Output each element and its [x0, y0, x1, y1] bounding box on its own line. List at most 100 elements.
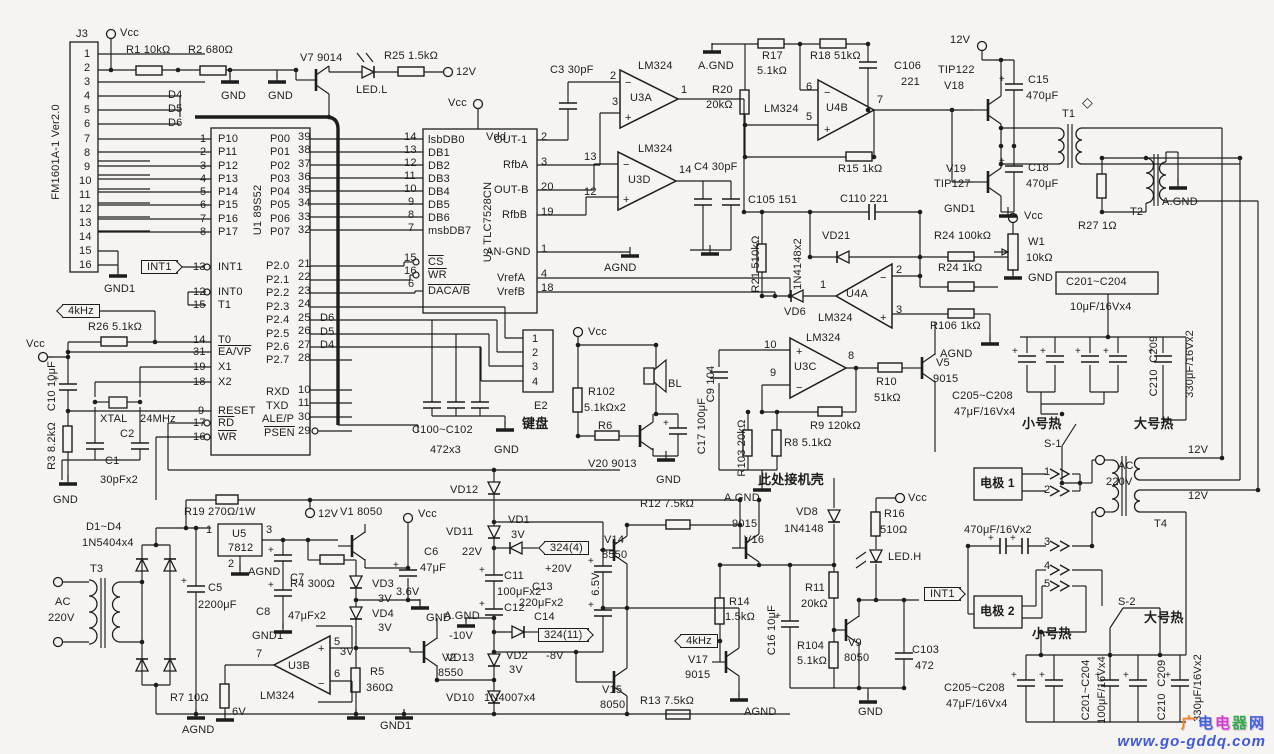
- schematic-label: 12: [584, 186, 597, 198]
- schematic-label: RD: [218, 417, 235, 429]
- schematic-label: -10V: [449, 630, 474, 642]
- schematic-label: C100~C102: [412, 424, 473, 436]
- schematic-label: 7: [200, 213, 207, 225]
- schematic-label: 1N4148: [784, 523, 824, 535]
- schematic-label: AN-GND: [486, 246, 531, 258]
- schematic-label: 15: [79, 245, 92, 257]
- schematic-label: 2: [541, 131, 548, 143]
- schematic-label: V1 8050: [340, 506, 383, 518]
- schematic-label: C3 30pF: [550, 64, 594, 76]
- schematic-label: X1: [218, 361, 232, 373]
- svg-text:+: +: [623, 194, 629, 206]
- schematic-label: R104: [797, 640, 825, 652]
- schematic-label: P10: [218, 133, 239, 145]
- schematic-label: 2: [896, 264, 903, 276]
- schematic-label: C205~C208: [944, 682, 1005, 694]
- schematic-label: 5.1kΩ: [797, 655, 828, 667]
- schematic-label: 键盘: [522, 416, 549, 431]
- schematic-label: 27: [298, 339, 311, 351]
- watermark-char: 器: [1231, 715, 1249, 732]
- schematic-label: P01: [270, 146, 291, 158]
- schematic-label: 20: [541, 181, 554, 193]
- svg-text:+: +: [775, 611, 781, 622]
- schematic-label: R102: [588, 386, 616, 398]
- schematic-label: Vcc: [120, 27, 139, 39]
- schematic-label: 12: [79, 203, 92, 215]
- schematic-label: INT1: [218, 261, 243, 273]
- schematic-label: R20: [712, 84, 733, 96]
- schematic-label: 470μF/16Vx2: [964, 524, 1032, 536]
- schematic-label: lsbDB0: [428, 134, 465, 146]
- schematic-label: R21 510kΩ: [750, 235, 762, 293]
- schematic-label: 9015: [685, 669, 711, 681]
- schematic-label: 35: [298, 184, 311, 196]
- schematic-label: P17: [218, 226, 239, 238]
- schematic-label: DB4: [428, 186, 450, 198]
- schematic-label: R24 1kΩ: [938, 262, 983, 274]
- svg-text:+: +: [1010, 533, 1016, 544]
- schematic-label: 8: [200, 226, 207, 238]
- svg-text:−: −: [318, 678, 324, 690]
- schematic-label: LM324: [638, 143, 673, 155]
- schematic-label: 20kΩ: [706, 99, 733, 111]
- schematic-label: D6: [320, 312, 335, 324]
- schematic-label: 22: [298, 271, 311, 283]
- schematic-label: 21: [298, 258, 311, 270]
- schematic-label: P2.1: [266, 274, 290, 286]
- schematic-label: R10: [876, 376, 897, 388]
- schematic-label: 15: [193, 299, 206, 311]
- schematic-label: 3: [532, 361, 539, 373]
- schematic-label: 1: [200, 133, 207, 145]
- schematic-label: D4: [168, 89, 183, 101]
- schematic-label: 小号热: [1032, 626, 1072, 641]
- schematic-label: C13: [532, 581, 553, 593]
- schematic-label: 8550: [438, 667, 464, 679]
- schematic-label: DB3: [428, 173, 450, 185]
- schematic-label: 51kΩ: [874, 392, 901, 404]
- schematic-label: P02: [270, 160, 291, 172]
- schematic-label: T3: [90, 563, 104, 575]
- schematic-label: 3V: [378, 622, 392, 634]
- schematic-label: 18: [541, 282, 554, 294]
- schematic-label: 4: [1044, 560, 1051, 572]
- schematic-label: 6: [408, 278, 415, 290]
- schematic-label: 36: [298, 171, 311, 183]
- schematic-label: 12V: [950, 34, 971, 46]
- schematic-label: 5: [334, 636, 341, 648]
- schematic-label: 6V: [232, 706, 246, 718]
- schematic-label: P04: [270, 186, 291, 198]
- schematic-label: VD1: [508, 514, 530, 526]
- schematic-label: INT0: [218, 286, 243, 298]
- schematic-label: R16: [884, 508, 905, 520]
- schematic-label: 14: [193, 334, 206, 346]
- schematic-label: 4: [84, 90, 91, 102]
- schematic-label: Vcc: [588, 326, 607, 338]
- schematic-label: P14: [218, 186, 239, 198]
- schematic-label: DB2: [428, 160, 450, 172]
- schematic-label: 5.1kΩ: [757, 65, 788, 77]
- schematic-label: AGND: [744, 706, 777, 718]
- schematic-label: 33: [298, 211, 311, 223]
- schematic-label: 1: [206, 524, 213, 536]
- schematic-label: C106: [894, 60, 922, 72]
- schematic-label: 6: [334, 668, 341, 680]
- svg-text:+: +: [1039, 670, 1045, 681]
- schematic-label: 2: [610, 70, 617, 82]
- schematic-label: AC: [55, 596, 71, 608]
- signal-flag: INT1: [924, 587, 961, 601]
- schematic-label: GND: [53, 494, 79, 506]
- schematic-label: TIP122: [938, 64, 975, 76]
- schematic-label: C5: [208, 582, 223, 594]
- svg-text:−: −: [625, 77, 631, 89]
- schematic-label: 4: [532, 376, 539, 388]
- schematic-label: R17: [762, 50, 783, 62]
- schematic-label: 1N4148x2: [792, 238, 804, 290]
- schematic-label: C1: [105, 455, 120, 467]
- svg-text:+: +: [999, 156, 1005, 167]
- schematic-label: 472: [915, 660, 934, 672]
- svg-text:+: +: [1103, 346, 1109, 357]
- schematic-label: 29: [298, 425, 311, 437]
- schematic-label: V17: [688, 654, 709, 666]
- schematic-label: LED.H: [888, 551, 922, 563]
- schematic-label: 472x3: [430, 444, 461, 456]
